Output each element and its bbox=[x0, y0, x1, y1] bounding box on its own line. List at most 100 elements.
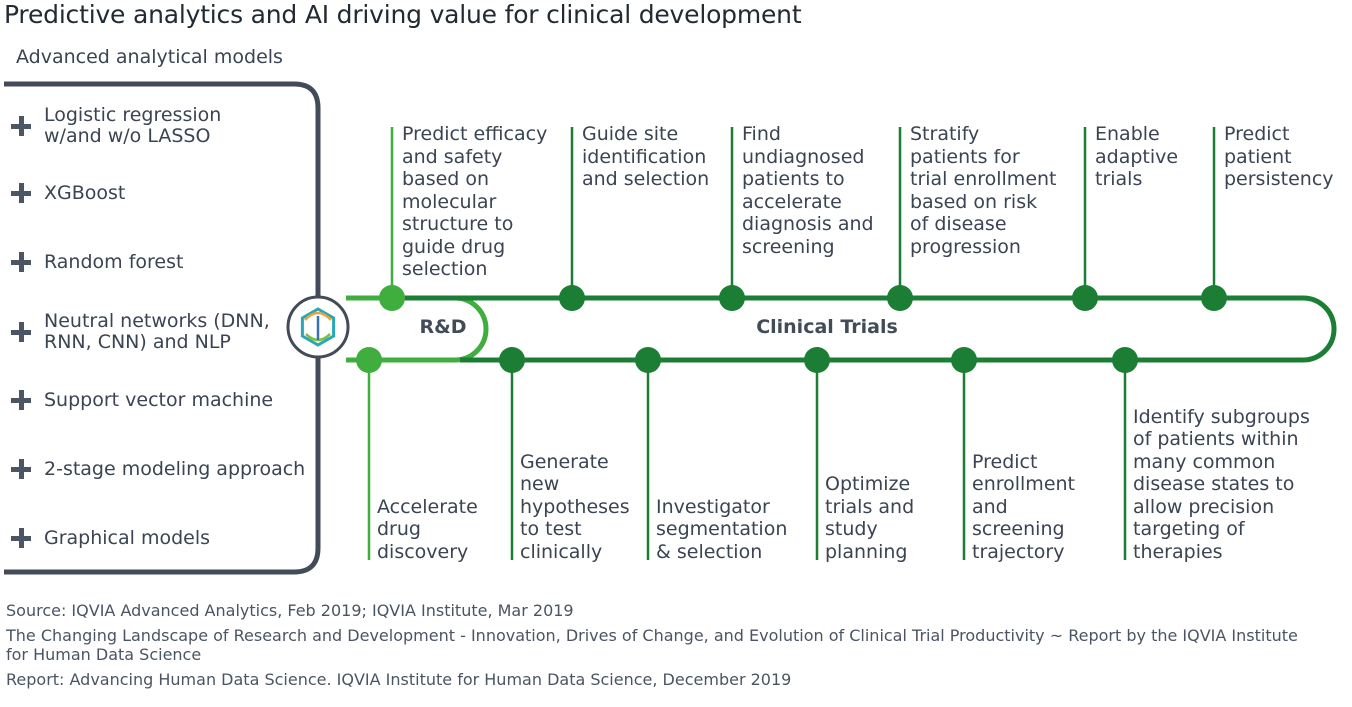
upper-milestone-dot bbox=[1201, 285, 1227, 311]
model-label: Random forest bbox=[44, 251, 183, 273]
upper-stop-line: identification bbox=[582, 145, 707, 168]
model-label-line: Logistic regression bbox=[44, 104, 222, 126]
rd-label: R&D bbox=[420, 316, 467, 338]
lower-stop-line: therapies bbox=[1133, 540, 1223, 563]
lower-stop-line: Generate bbox=[520, 450, 609, 473]
lower-milestone-dot bbox=[951, 347, 977, 373]
upper-stop-line: and safety bbox=[402, 145, 503, 168]
model-item: Neutral networks (DNN,RNN, CNN) and NLP bbox=[10, 311, 270, 353]
lower-stop-line: hypotheses bbox=[520, 495, 630, 518]
lower-stop-line: of patients within bbox=[1133, 428, 1299, 450]
model-label-line: w/and w/o LASSO bbox=[44, 125, 211, 147]
upper-stop-line: Stratify bbox=[910, 123, 980, 145]
upper-stop-line: Find bbox=[742, 123, 781, 145]
lower-stop-line: enrollment bbox=[972, 473, 1075, 495]
model-item: XGBoost bbox=[10, 182, 125, 204]
footnote-report-1-cont: for Human Data Science bbox=[6, 645, 202, 664]
lower-stop-line: segmentation bbox=[656, 518, 788, 540]
lower-stop-line: allow precision bbox=[1133, 495, 1275, 518]
upper-stop-line: undiagnosed bbox=[742, 145, 865, 168]
upper-stop-line: trials bbox=[1095, 168, 1143, 190]
model-item: 2-stage modeling approach bbox=[10, 458, 305, 480]
model-item: Random forest bbox=[10, 251, 183, 273]
lower-stop-line: disease states to bbox=[1133, 473, 1295, 495]
upper-stop-line: diagnosis and bbox=[742, 213, 874, 235]
lower-stop-line: study bbox=[825, 518, 878, 540]
upper-stop-line: patients for bbox=[910, 145, 1020, 168]
plus-icon bbox=[10, 527, 32, 549]
lower-stop-line: new bbox=[520, 473, 560, 495]
lower-stop-line: to test bbox=[520, 518, 582, 540]
lower-milestone-dot bbox=[1112, 347, 1138, 373]
lower-stop-line: trajectory bbox=[972, 540, 1065, 563]
plus-icon bbox=[10, 458, 32, 480]
upper-stop-line: Predict bbox=[1224, 123, 1290, 145]
lower-stop-line: Investigator bbox=[656, 495, 770, 518]
upper-stop-line: and selection bbox=[582, 168, 710, 190]
lower-stop-line: & selection bbox=[656, 540, 763, 563]
plus-icon bbox=[10, 182, 32, 204]
lower-stop-line: targeting of bbox=[1133, 518, 1245, 540]
lower-milestone-dot bbox=[804, 347, 830, 373]
lower-stop-line: planning bbox=[825, 540, 908, 563]
model-label-line: Graphical models bbox=[44, 526, 211, 549]
upper-stop-line: based on bbox=[402, 168, 490, 190]
lower-milestone-dot bbox=[356, 347, 382, 373]
model-label: Neutral networks (DNN,RNN, CNN) and NLP bbox=[44, 311, 270, 353]
lower-stop-line: and bbox=[972, 495, 1008, 518]
lower-stop-line: drug bbox=[377, 518, 421, 540]
lower-stop-line: clinically bbox=[520, 540, 603, 563]
upper-stop-line: guide drug bbox=[402, 235, 506, 258]
upper-stop-line: patients to bbox=[742, 168, 845, 190]
footnote-report-2: Report: Advancing Human Data Science. IQ… bbox=[6, 670, 792, 689]
upper-stop-line: progression bbox=[910, 235, 1021, 258]
upper-milestone-dot bbox=[1072, 285, 1098, 311]
footnote-report-1: The Changing Landscape of Research and D… bbox=[6, 626, 1298, 645]
model-label: Graphical models bbox=[44, 526, 211, 549]
lower-stop-line: Optimize bbox=[825, 473, 911, 495]
model-label: 2-stage modeling approach bbox=[44, 457, 306, 480]
upper-stop-line: trial enrollment bbox=[910, 168, 1057, 190]
model-label-line: 2-stage modeling approach bbox=[44, 457, 306, 480]
model-label-line: Support vector machine bbox=[44, 388, 274, 411]
upper-stop-line: Enable bbox=[1095, 123, 1160, 145]
model-label-line: RNN, CNN) and NLP bbox=[44, 331, 231, 353]
plus-icon bbox=[10, 389, 32, 411]
plus-icon bbox=[10, 251, 32, 273]
page-title: Predictive analytics and AI driving valu… bbox=[4, 0, 802, 29]
models-heading: Advanced analytical models bbox=[16, 46, 283, 68]
upper-stop-line: accelerate bbox=[742, 190, 842, 213]
lower-milestone-dot bbox=[499, 347, 525, 373]
lower-stop-line: trials and bbox=[825, 495, 915, 518]
clinical-loop bbox=[392, 295, 1337, 363]
lower-milestone-dot bbox=[635, 347, 661, 373]
lower-stop-line: Predict bbox=[972, 450, 1038, 473]
upper-stop-line: molecular bbox=[402, 190, 497, 213]
lower-stop-line: Identify subgroups bbox=[1133, 405, 1310, 428]
model-label: XGBoost bbox=[44, 181, 126, 204]
upper-stop-line: selection bbox=[402, 258, 488, 280]
upper-stop-line: of disease bbox=[910, 213, 1007, 235]
model-item: Graphical models bbox=[10, 527, 210, 549]
upper-milestone-dot bbox=[379, 285, 405, 311]
lower-stop-line: Accelerate bbox=[377, 495, 478, 518]
upper-milestone-dot bbox=[719, 285, 745, 311]
hexagon-icon bbox=[300, 307, 336, 347]
model-label-line: XGBoost bbox=[44, 181, 126, 204]
footnote-source: Source: IQVIA Advanced Analytics, Feb 20… bbox=[6, 601, 574, 620]
